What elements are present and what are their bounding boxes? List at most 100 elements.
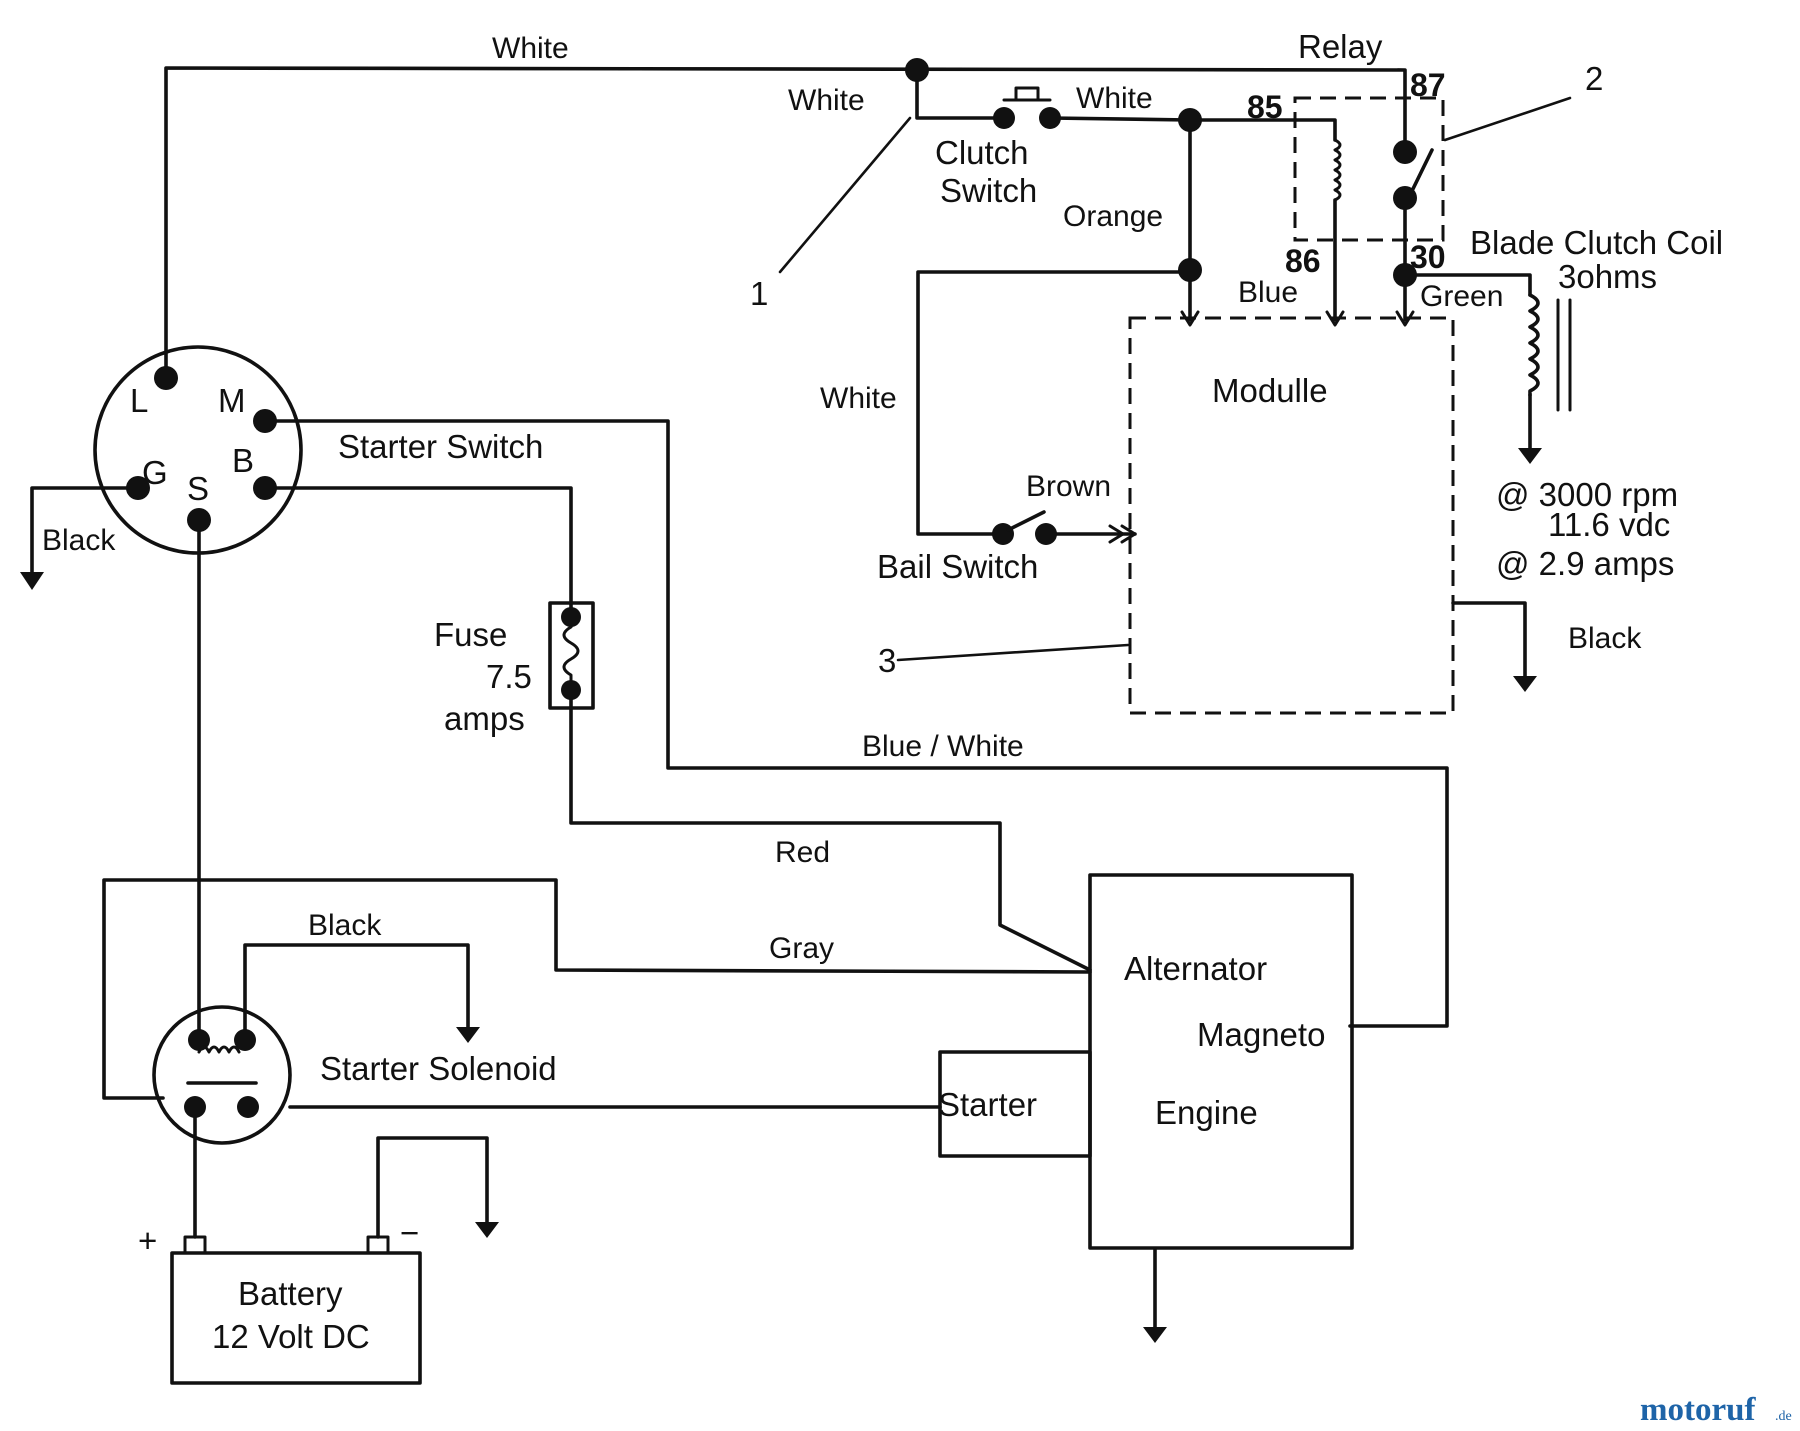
clutch-switch	[993, 86, 1061, 129]
coil-core-icon	[1556, 298, 1572, 412]
pin-g	[126, 476, 150, 500]
spec-current: @ 2.9 amps	[1496, 545, 1674, 582]
blade-clutch-coil-label: Blade Clutch Coil	[1470, 224, 1723, 261]
watermark-main: motoruf	[1640, 1392, 1756, 1428]
starter-solenoid	[152, 1005, 292, 1145]
arrow-icon	[1180, 310, 1200, 327]
starter-label: Starter	[938, 1086, 1037, 1123]
pin-l	[154, 366, 178, 390]
ground-icon	[475, 1222, 499, 1238]
fuse-terminal	[561, 680, 581, 700]
fuse-element-icon	[562, 625, 580, 682]
ground-icon	[1518, 448, 1542, 464]
wire-label-orange: Orange	[1063, 200, 1163, 233]
switch-contact	[992, 523, 1014, 545]
spec-voltage: 11.6 vdc	[1548, 506, 1670, 543]
module-input-arrows	[1108, 310, 1415, 544]
wire-white-top	[164, 66, 1407, 380]
wire-b-to-fuse	[263, 486, 573, 619]
bail-switch-label: Bail Switch	[877, 548, 1038, 585]
wire-relay-85	[1188, 118, 1337, 142]
wire-label-white: White	[492, 32, 569, 65]
spec-rpm: @ 3000 rpm	[1496, 476, 1678, 513]
callout-2: 2	[1585, 60, 1603, 97]
starter-switch-body	[93, 345, 303, 555]
wire-battery-neg	[376, 1136, 489, 1239]
pin-m	[253, 409, 277, 433]
fuse-label: Fuse	[434, 616, 507, 653]
relay-coil-icon	[1333, 138, 1342, 202]
starter-switch-label: Starter Switch	[338, 428, 543, 465]
pin-label-g: G	[142, 454, 168, 491]
pin-s	[187, 508, 211, 532]
callout-1-line	[778, 116, 912, 274]
callout-1: 1	[750, 275, 768, 312]
fuse	[548, 601, 595, 710]
starter-box	[938, 1050, 1092, 1158]
alternator-label: Alternator	[1124, 950, 1267, 987]
junction-dot	[905, 58, 929, 82]
junction-dot	[1178, 108, 1202, 132]
junctions	[905, 58, 1417, 287]
ground-icon	[456, 1027, 480, 1043]
wire-green	[1403, 273, 1532, 297]
wire-black-module	[1451, 601, 1527, 682]
pin-label-m: M	[218, 382, 246, 419]
wire-label-white: White	[788, 84, 865, 117]
relay-label: Relay	[1298, 28, 1383, 65]
fuse-body	[548, 601, 595, 710]
wire-white-bail	[916, 270, 1192, 536]
battery-voltage: 12 Volt DC	[212, 1318, 370, 1355]
wire-gray	[102, 878, 1092, 1100]
pin-label-b: B	[232, 442, 254, 479]
pin-label-s: S	[187, 470, 209, 507]
relay-pin-87: 87	[1410, 67, 1446, 103]
callout-3-line	[896, 643, 1130, 662]
switch-contact	[1035, 523, 1057, 545]
callout-2-line	[1443, 96, 1572, 142]
relay-pin-86: 86	[1285, 243, 1321, 279]
wire-label-white: White	[1076, 82, 1153, 115]
solenoid-terminal	[188, 1029, 210, 1051]
wire-label-gray: Gray	[769, 932, 834, 965]
solenoid-terminal	[234, 1029, 256, 1051]
watermark-sub: .de	[1775, 1409, 1792, 1424]
labels: White White White Relay 85 87 86 30 2 Cl…	[42, 28, 1723, 1355]
wire-label-blue-white: Blue / White	[862, 730, 1024, 763]
blade-clutch-coil	[1528, 293, 1572, 412]
switch-lever	[1006, 510, 1046, 532]
battery-neg-label: −	[400, 1214, 419, 1251]
battery-pos-label: +	[138, 1222, 157, 1259]
ground-symbols	[20, 448, 1542, 1343]
magneto-label: Magneto	[1197, 1016, 1325, 1053]
switch-contact	[1039, 107, 1061, 129]
callout-3: 3	[878, 642, 896, 679]
wire-blue-white	[263, 419, 1449, 1028]
fuse-terminal	[561, 607, 581, 627]
arrow-icon	[1325, 310, 1345, 327]
clutch-switch-label: Switch	[940, 172, 1037, 209]
wire-label-green: Green	[1420, 280, 1503, 313]
junction-dot	[1393, 263, 1417, 287]
solenoid-body	[152, 1005, 292, 1145]
wire-label-black: Black	[308, 909, 382, 942]
solenoid-terminal	[184, 1096, 206, 1118]
fuse-rating: 7.5	[486, 658, 532, 695]
junction-dot	[1393, 140, 1417, 164]
solenoid-coil-icon	[197, 1045, 241, 1054]
relay-pin-30: 30	[1410, 239, 1446, 275]
module-box	[1128, 316, 1455, 715]
arrow-icon	[1108, 524, 1125, 544]
clutch-switch-label: Clutch	[935, 134, 1029, 171]
wire-label-blue: Blue	[1238, 276, 1298, 309]
wire-black-solenoid	[243, 943, 470, 1042]
ground-icon	[1143, 1327, 1167, 1343]
wire-label-black: Black	[1568, 622, 1642, 655]
relay-box	[1293, 96, 1445, 242]
blade-clutch-coil-resistance: 3ohms	[1558, 258, 1657, 295]
wire-red	[569, 688, 1092, 972]
module-label: Modulle	[1212, 372, 1328, 409]
pushbutton-icon	[1002, 86, 1052, 102]
